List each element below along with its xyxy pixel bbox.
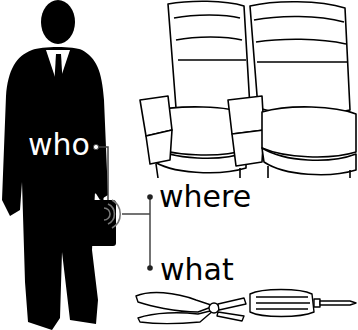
screwdriver-ferrule bbox=[314, 299, 320, 307]
wireless-symbol bbox=[104, 200, 120, 228]
signal-arc bbox=[104, 208, 110, 220]
armrest-side bbox=[146, 130, 172, 164]
seat-cushion bbox=[262, 107, 356, 157]
leader-dot bbox=[147, 265, 153, 271]
man-silhouette bbox=[2, 0, 116, 330]
leader-dots bbox=[93, 144, 152, 270]
armrest-side bbox=[232, 130, 264, 166]
armrest bbox=[140, 96, 172, 136]
pliers-handle bbox=[136, 293, 214, 312]
pliers-jaw bbox=[218, 298, 246, 310]
seat-back-seam bbox=[174, 15, 246, 60]
pliers-handle bbox=[138, 310, 214, 324]
signal-arc bbox=[108, 204, 114, 224]
seat-front bbox=[262, 148, 356, 175]
seat-back bbox=[168, 1, 250, 112]
seat-back-seam bbox=[254, 16, 348, 62]
screwdriver-grip bbox=[256, 297, 310, 309]
briefcase-handle bbox=[86, 192, 102, 200]
seat-back bbox=[250, 2, 350, 115]
leader-line bbox=[122, 213, 150, 215]
armrest bbox=[228, 96, 264, 134]
screwdriver-shaft bbox=[320, 301, 356, 305]
leader-line bbox=[96, 147, 108, 200]
briefcase bbox=[70, 200, 116, 246]
leader-dot bbox=[93, 144, 98, 149]
tie bbox=[54, 54, 63, 98]
where-label: where bbox=[159, 182, 251, 212]
body bbox=[2, 47, 108, 330]
what-label: what bbox=[160, 255, 234, 285]
tools bbox=[136, 290, 356, 324]
screwdriver-handle bbox=[250, 290, 314, 317]
head bbox=[41, 0, 75, 44]
seat-leg bbox=[156, 164, 350, 178]
leader-dot bbox=[147, 194, 153, 200]
signal-arc bbox=[112, 200, 120, 228]
leader-line bbox=[149, 197, 151, 268]
pliers-jaw bbox=[217, 312, 244, 321]
leader-lines bbox=[96, 147, 150, 268]
airplane-seats bbox=[140, 1, 356, 178]
who-label: who bbox=[28, 130, 90, 160]
